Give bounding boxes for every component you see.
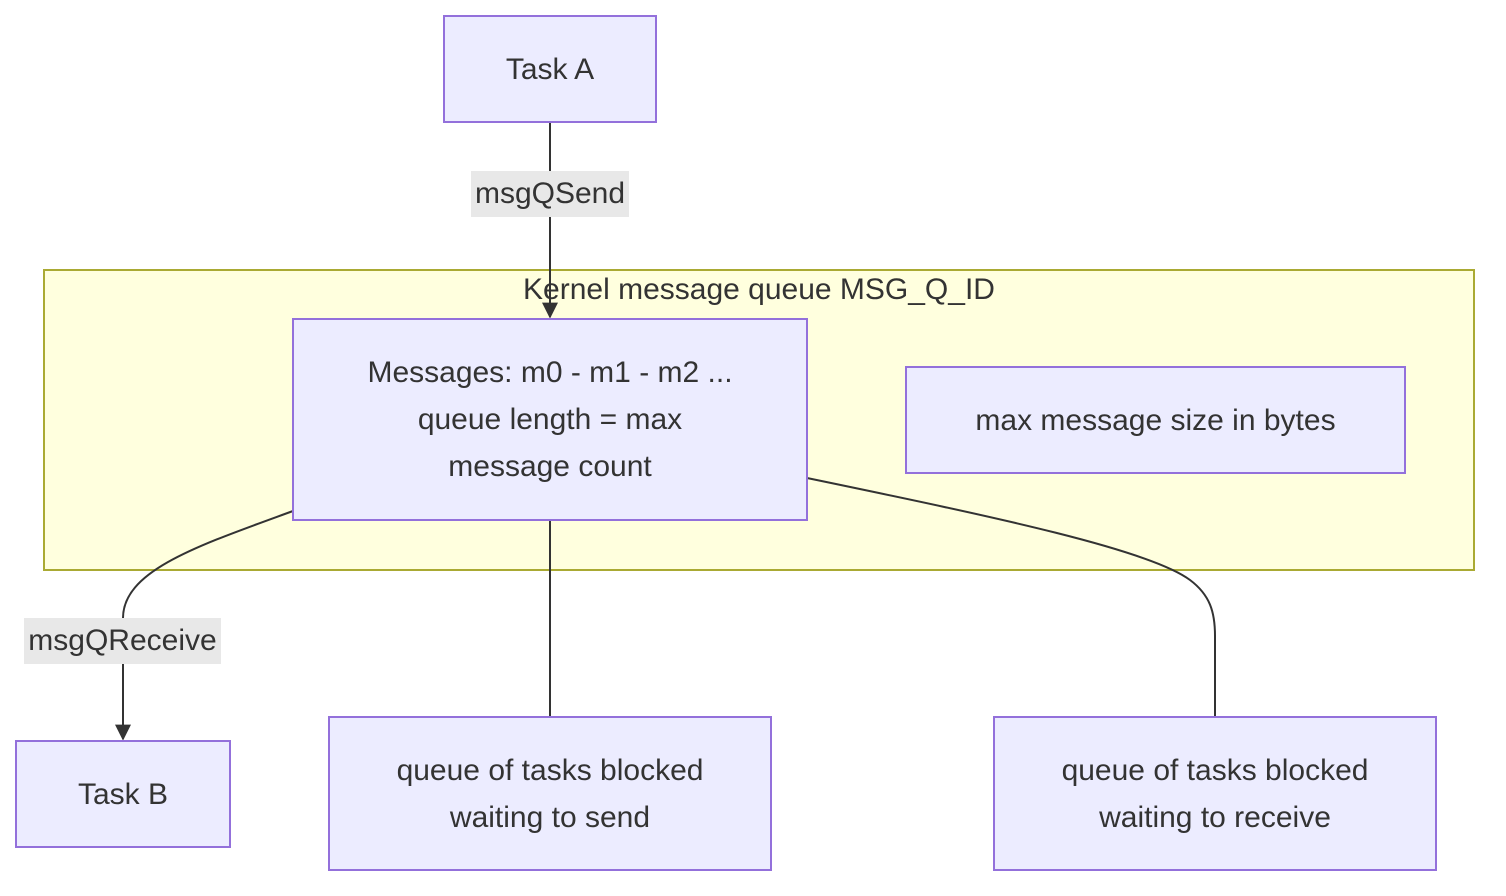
node-task-a[interactable]: Task A <box>443 15 657 123</box>
node-max-message-size-label: max message size in bytes <box>975 403 1336 437</box>
edge-messages-to-recv-wait <box>806 477 1216 716</box>
node-messages[interactable]: Messages: m0 - m1 - m2 ... queue length … <box>292 318 808 521</box>
node-recv-wait-line-2: waiting to receive <box>1099 800 1331 834</box>
node-task-b[interactable]: Task B <box>15 740 231 848</box>
node-messages-line-3: message count <box>448 450 652 483</box>
node-send-wait-line-1: queue of tasks blocked <box>396 753 704 787</box>
node-recv-wait-line-1: queue of tasks blocked <box>1061 753 1369 787</box>
node-messages-line-1: Messages: m0 - m1 - m2 ... <box>367 356 733 389</box>
node-task-a-label: Task A <box>505 52 595 86</box>
edge-label-msgqsend: msgQSend <box>471 171 629 217</box>
node-send-wait-queue[interactable]: queue of tasks blocked waiting to send <box>328 716 772 871</box>
node-messages-line-2: queue length = max <box>417 403 683 436</box>
edge-messages-to-task-b <box>115 510 294 741</box>
node-max-message-size[interactable]: max message size in bytes <box>905 366 1406 474</box>
edge-label-msgqreceive: msgQReceive <box>24 618 221 664</box>
node-task-b-label: Task B <box>77 777 169 811</box>
cluster-title: Kernel message queue MSG_Q_ID <box>523 273 995 306</box>
node-receive-wait-queue[interactable]: queue of tasks blocked waiting to receiv… <box>993 716 1437 871</box>
node-send-wait-line-2: waiting to send <box>449 800 651 834</box>
